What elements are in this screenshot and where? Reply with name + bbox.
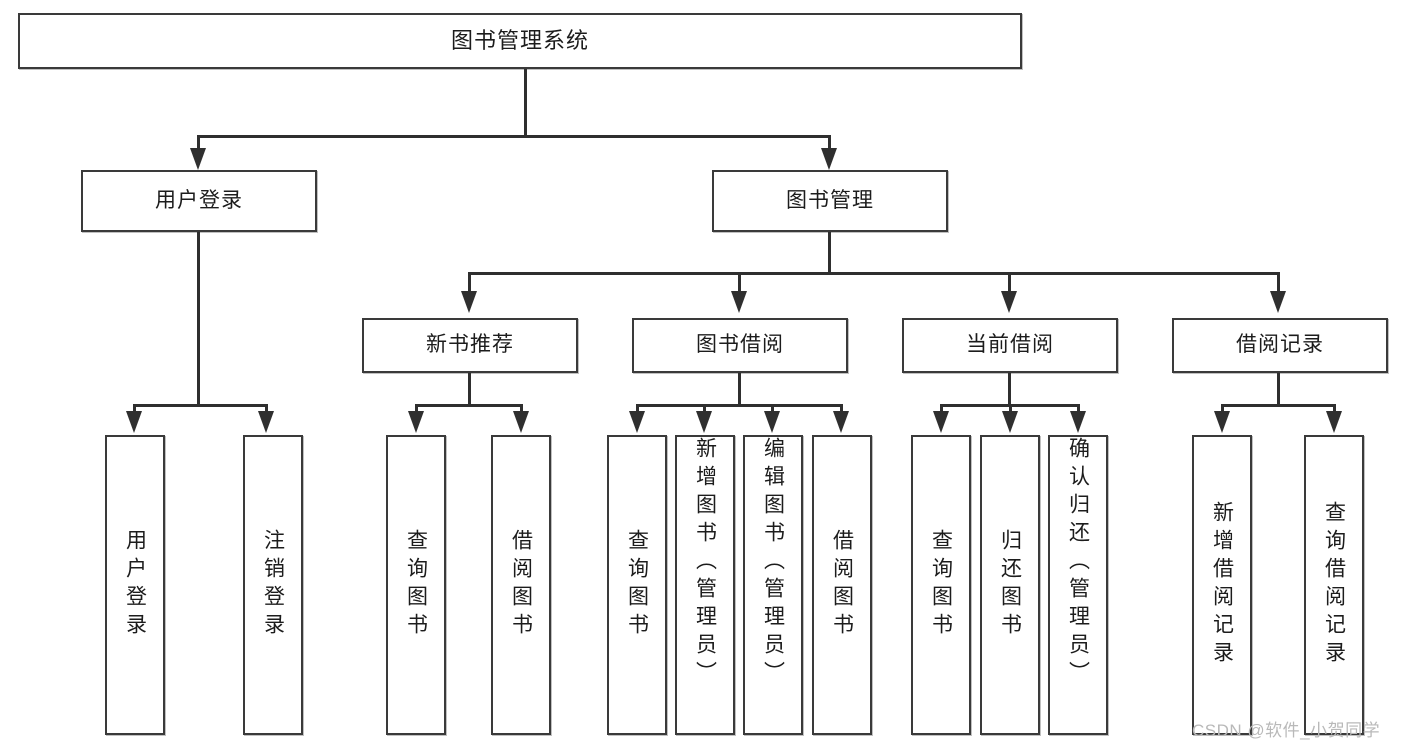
leaf-label: 查询图书 xyxy=(625,529,649,641)
connector-level3-bus xyxy=(468,272,1280,275)
arrow-leaf-12 xyxy=(1214,411,1230,433)
leaf-search-books-borrow[interactable]: 查询图书 xyxy=(607,435,667,735)
leaf-borrow-books[interactable]: 借阅图书 xyxy=(812,435,872,735)
connector-new-books-stem xyxy=(468,373,471,406)
connector-to-current-borrow xyxy=(1008,272,1011,294)
connector-to-borrow xyxy=(738,272,741,294)
node-root-system[interactable]: 图书管理系统 xyxy=(18,13,1022,69)
connector-leaf-10 xyxy=(1009,404,1012,416)
node-borrow-record[interactable]: 借阅记录 xyxy=(1172,318,1388,373)
arrow-to-borrow xyxy=(731,291,747,313)
leaf-confirm-return-admin[interactable]: 确认归还（管理员） xyxy=(1048,435,1108,735)
connector-current-borrow-stem xyxy=(1008,373,1011,406)
arrow-leaf-4 xyxy=(513,411,529,433)
node-label: 新书推荐 xyxy=(426,333,514,357)
connector-root-stem xyxy=(524,69,527,136)
leaf-label: 用户登录 xyxy=(123,529,147,641)
arrow-leaf-8 xyxy=(833,411,849,433)
arrow-leaf-7 xyxy=(764,411,780,433)
leaf-label: 查询图书 xyxy=(929,529,953,641)
arrow-leaf-11 xyxy=(1070,411,1086,433)
connector-leaf-7 xyxy=(771,404,774,416)
connector-leaf-12 xyxy=(1221,404,1224,416)
leaf-label: 借阅图书 xyxy=(830,529,854,641)
node-label: 图书借阅 xyxy=(696,333,784,357)
arrow-leaf-13 xyxy=(1326,411,1342,433)
arrow-leaf-3 xyxy=(408,411,424,433)
node-label: 用户登录 xyxy=(155,188,243,212)
node-current-borrow[interactable]: 当前借阅 xyxy=(902,318,1118,373)
leaf-label: 查询图书 xyxy=(404,529,428,641)
node-book-management[interactable]: 图书管理 xyxy=(712,170,948,232)
arrow-leaf-5 xyxy=(629,411,645,433)
connector-leaf-6 xyxy=(703,404,706,416)
leaf-add-borrow-record[interactable]: 新增借阅记录 xyxy=(1192,435,1252,735)
leaf-logout[interactable]: 注销登录 xyxy=(243,435,303,735)
leaf-return-books[interactable]: 归还图书 xyxy=(980,435,1040,735)
leaf-edit-book-admin[interactable]: 编辑图书（管理员） xyxy=(743,435,803,735)
leaf-search-books-current[interactable]: 查询图书 xyxy=(911,435,971,735)
leaf-label: 编辑图书（管理员） xyxy=(761,437,785,689)
arrow-to-borrow-records xyxy=(1270,291,1286,313)
connector-leaf-4 xyxy=(520,404,523,416)
leaf-label: 新增图书（管理员） xyxy=(693,437,717,689)
connector-borrow-record-bus xyxy=(1221,404,1336,407)
connector-borrow-stem xyxy=(738,373,741,406)
connector-leaf-5 xyxy=(636,404,639,416)
arrow-leaf-1 xyxy=(126,411,142,433)
node-label: 借阅记录 xyxy=(1236,333,1324,357)
connector-borrow-record-stem xyxy=(1277,373,1280,406)
connector-leaf-9 xyxy=(940,404,943,416)
connector-leaf-11 xyxy=(1077,404,1080,416)
leaf-add-book-admin[interactable]: 新增图书（管理员） xyxy=(675,435,735,735)
connector-level2-bus xyxy=(197,135,830,138)
leaf-user-login[interactable]: 用户登录 xyxy=(105,435,165,735)
arrow-to-user-login xyxy=(190,148,206,170)
arrow-leaf-2 xyxy=(258,411,274,433)
connector-new-books-bus xyxy=(415,404,523,407)
arrow-leaf-10 xyxy=(1002,411,1018,433)
node-new-book-recommend[interactable]: 新书推荐 xyxy=(362,318,578,373)
connector-to-borrow-records xyxy=(1277,272,1280,294)
connector-borrow-bus xyxy=(636,404,843,407)
connector-book-mgmt-stem xyxy=(828,232,831,274)
connector-leaf-3 xyxy=(415,404,418,416)
arrow-to-current-borrow xyxy=(1001,291,1017,313)
leaf-label: 新增借阅记录 xyxy=(1210,501,1234,669)
connector-to-user-login xyxy=(197,135,200,153)
connector-leaf-1 xyxy=(133,404,136,416)
node-book-borrow[interactable]: 图书借阅 xyxy=(632,318,848,373)
connector-leaf-8 xyxy=(840,404,843,416)
node-label: 图书管理系统 xyxy=(450,28,589,54)
node-user-login[interactable]: 用户登录 xyxy=(81,170,317,232)
leaf-label: 借阅图书 xyxy=(509,529,533,641)
arrow-to-book-mgmt xyxy=(821,148,837,170)
connector-leaf-2 xyxy=(265,404,268,416)
leaf-search-borrow-record[interactable]: 查询借阅记录 xyxy=(1304,435,1364,735)
node-label: 当前借阅 xyxy=(966,333,1054,357)
connector-to-book-mgmt xyxy=(828,135,831,153)
connector-user-login-bus xyxy=(133,404,268,407)
arrow-leaf-9 xyxy=(933,411,949,433)
leaf-label: 归还图书 xyxy=(998,529,1022,641)
arrow-to-new-books xyxy=(461,291,477,313)
connector-user-login-stem xyxy=(197,232,200,406)
node-label: 图书管理 xyxy=(786,188,874,212)
arrow-leaf-6 xyxy=(696,411,712,433)
leaf-borrow-books-recommend[interactable]: 借阅图书 xyxy=(491,435,551,735)
leaf-label: 确认归还（管理员） xyxy=(1066,437,1090,689)
connector-leaf-13 xyxy=(1333,404,1336,416)
leaf-search-books-recommend[interactable]: 查询图书 xyxy=(386,435,446,735)
connector-to-new-books xyxy=(468,272,471,294)
leaf-label: 查询借阅记录 xyxy=(1322,501,1346,669)
leaf-label: 注销登录 xyxy=(261,529,285,641)
